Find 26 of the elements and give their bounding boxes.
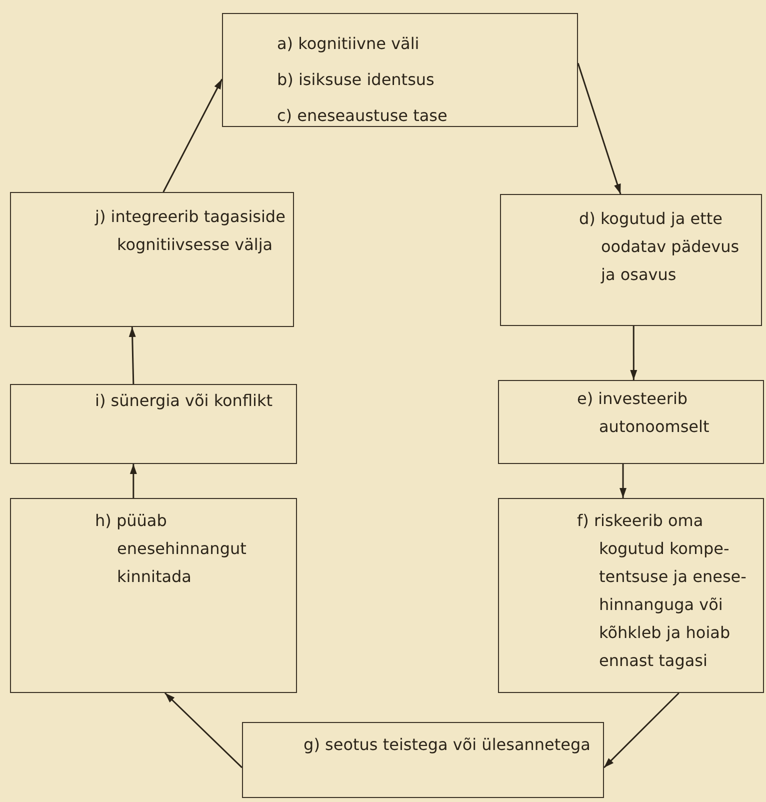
process-box [10, 192, 294, 327]
box-text: c) eneseaustuse tase [277, 105, 448, 127]
box-text: a) kognitiivne väli [277, 33, 420, 55]
process-box [242, 722, 604, 798]
process-box [500, 194, 762, 326]
process-box [10, 384, 297, 464]
box-text: b) isiksuse identsus [277, 69, 434, 91]
box-text: d) kogutud ja ette oodatav pädevus ja osavus [579, 208, 740, 286]
process-box [10, 498, 297, 693]
arrow [620, 464, 627, 498]
arrow [162, 78, 223, 192]
arrow [603, 692, 680, 768]
box-text: h) püüab enesehinnangut kinnitada [95, 510, 248, 588]
box-text: j) integreerib tagasiside kognitiivsesse välja [95, 206, 286, 256]
box-text: i) sünergia või konflikt [95, 390, 272, 412]
box-text: e) investeerib autonoomselt [577, 388, 710, 438]
arrow [577, 62, 622, 194]
process-box [498, 498, 764, 693]
arrow [128, 326, 136, 384]
process-box [222, 13, 578, 127]
arrow [130, 464, 137, 498]
box-text: g) seotus teistega või ülesannetega [304, 734, 590, 756]
process-box [498, 380, 764, 464]
arrow [630, 326, 638, 380]
box-text: f) riskeerib oma kogutud kompe-tentsuse ja enese-hinnanguga või kõhkleb ja hoiab ennast tagasi [577, 510, 748, 672]
arrow [164, 692, 243, 768]
